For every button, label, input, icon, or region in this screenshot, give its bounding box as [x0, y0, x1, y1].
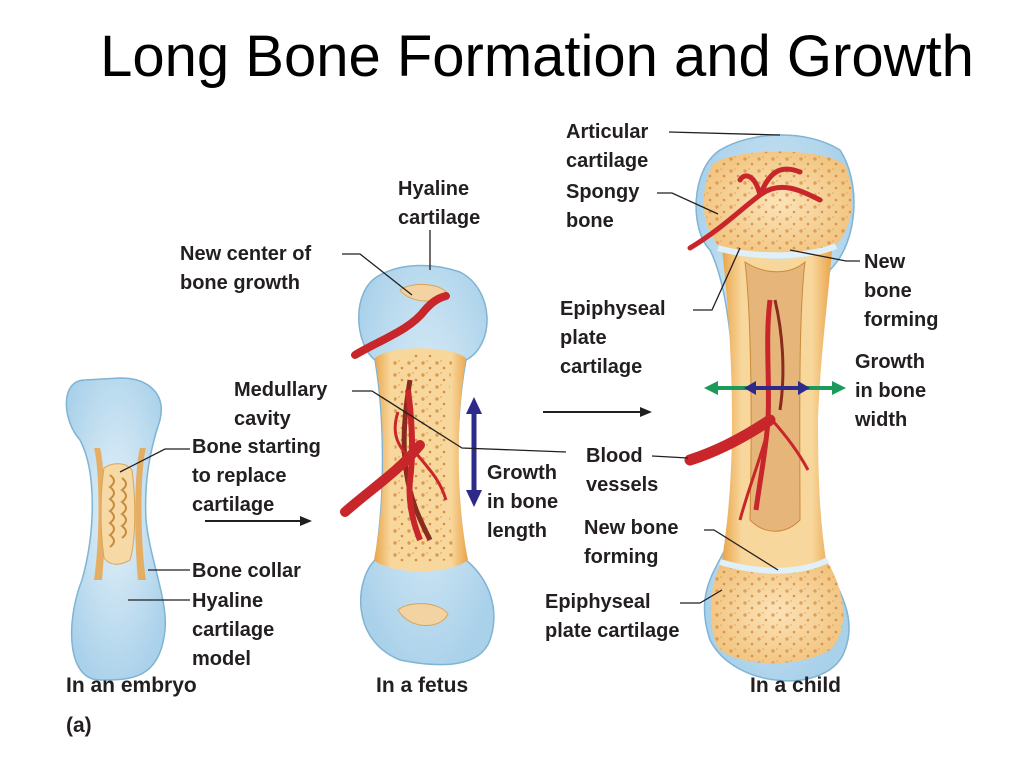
width-arrow-icon [704, 381, 846, 395]
stage-arrows [205, 407, 652, 526]
panel-label: (a) [66, 714, 92, 737]
leader-lines [119, 131, 860, 604]
child-bone [684, 134, 855, 682]
title-area: Long Bone Formation and Growth [0, 0, 1024, 120]
length-arrow-icon [466, 397, 482, 507]
embryo-bone [65, 377, 167, 681]
caption-embryo: In an embryo [66, 674, 197, 697]
caption-fetus: In a fetus [376, 674, 469, 697]
slide-title: Long Bone Formation and Growth [100, 24, 974, 89]
label-bone-collar: Bone collar [192, 560, 301, 582]
fetus-bone [340, 264, 495, 666]
caption-child: In a child [750, 674, 842, 697]
